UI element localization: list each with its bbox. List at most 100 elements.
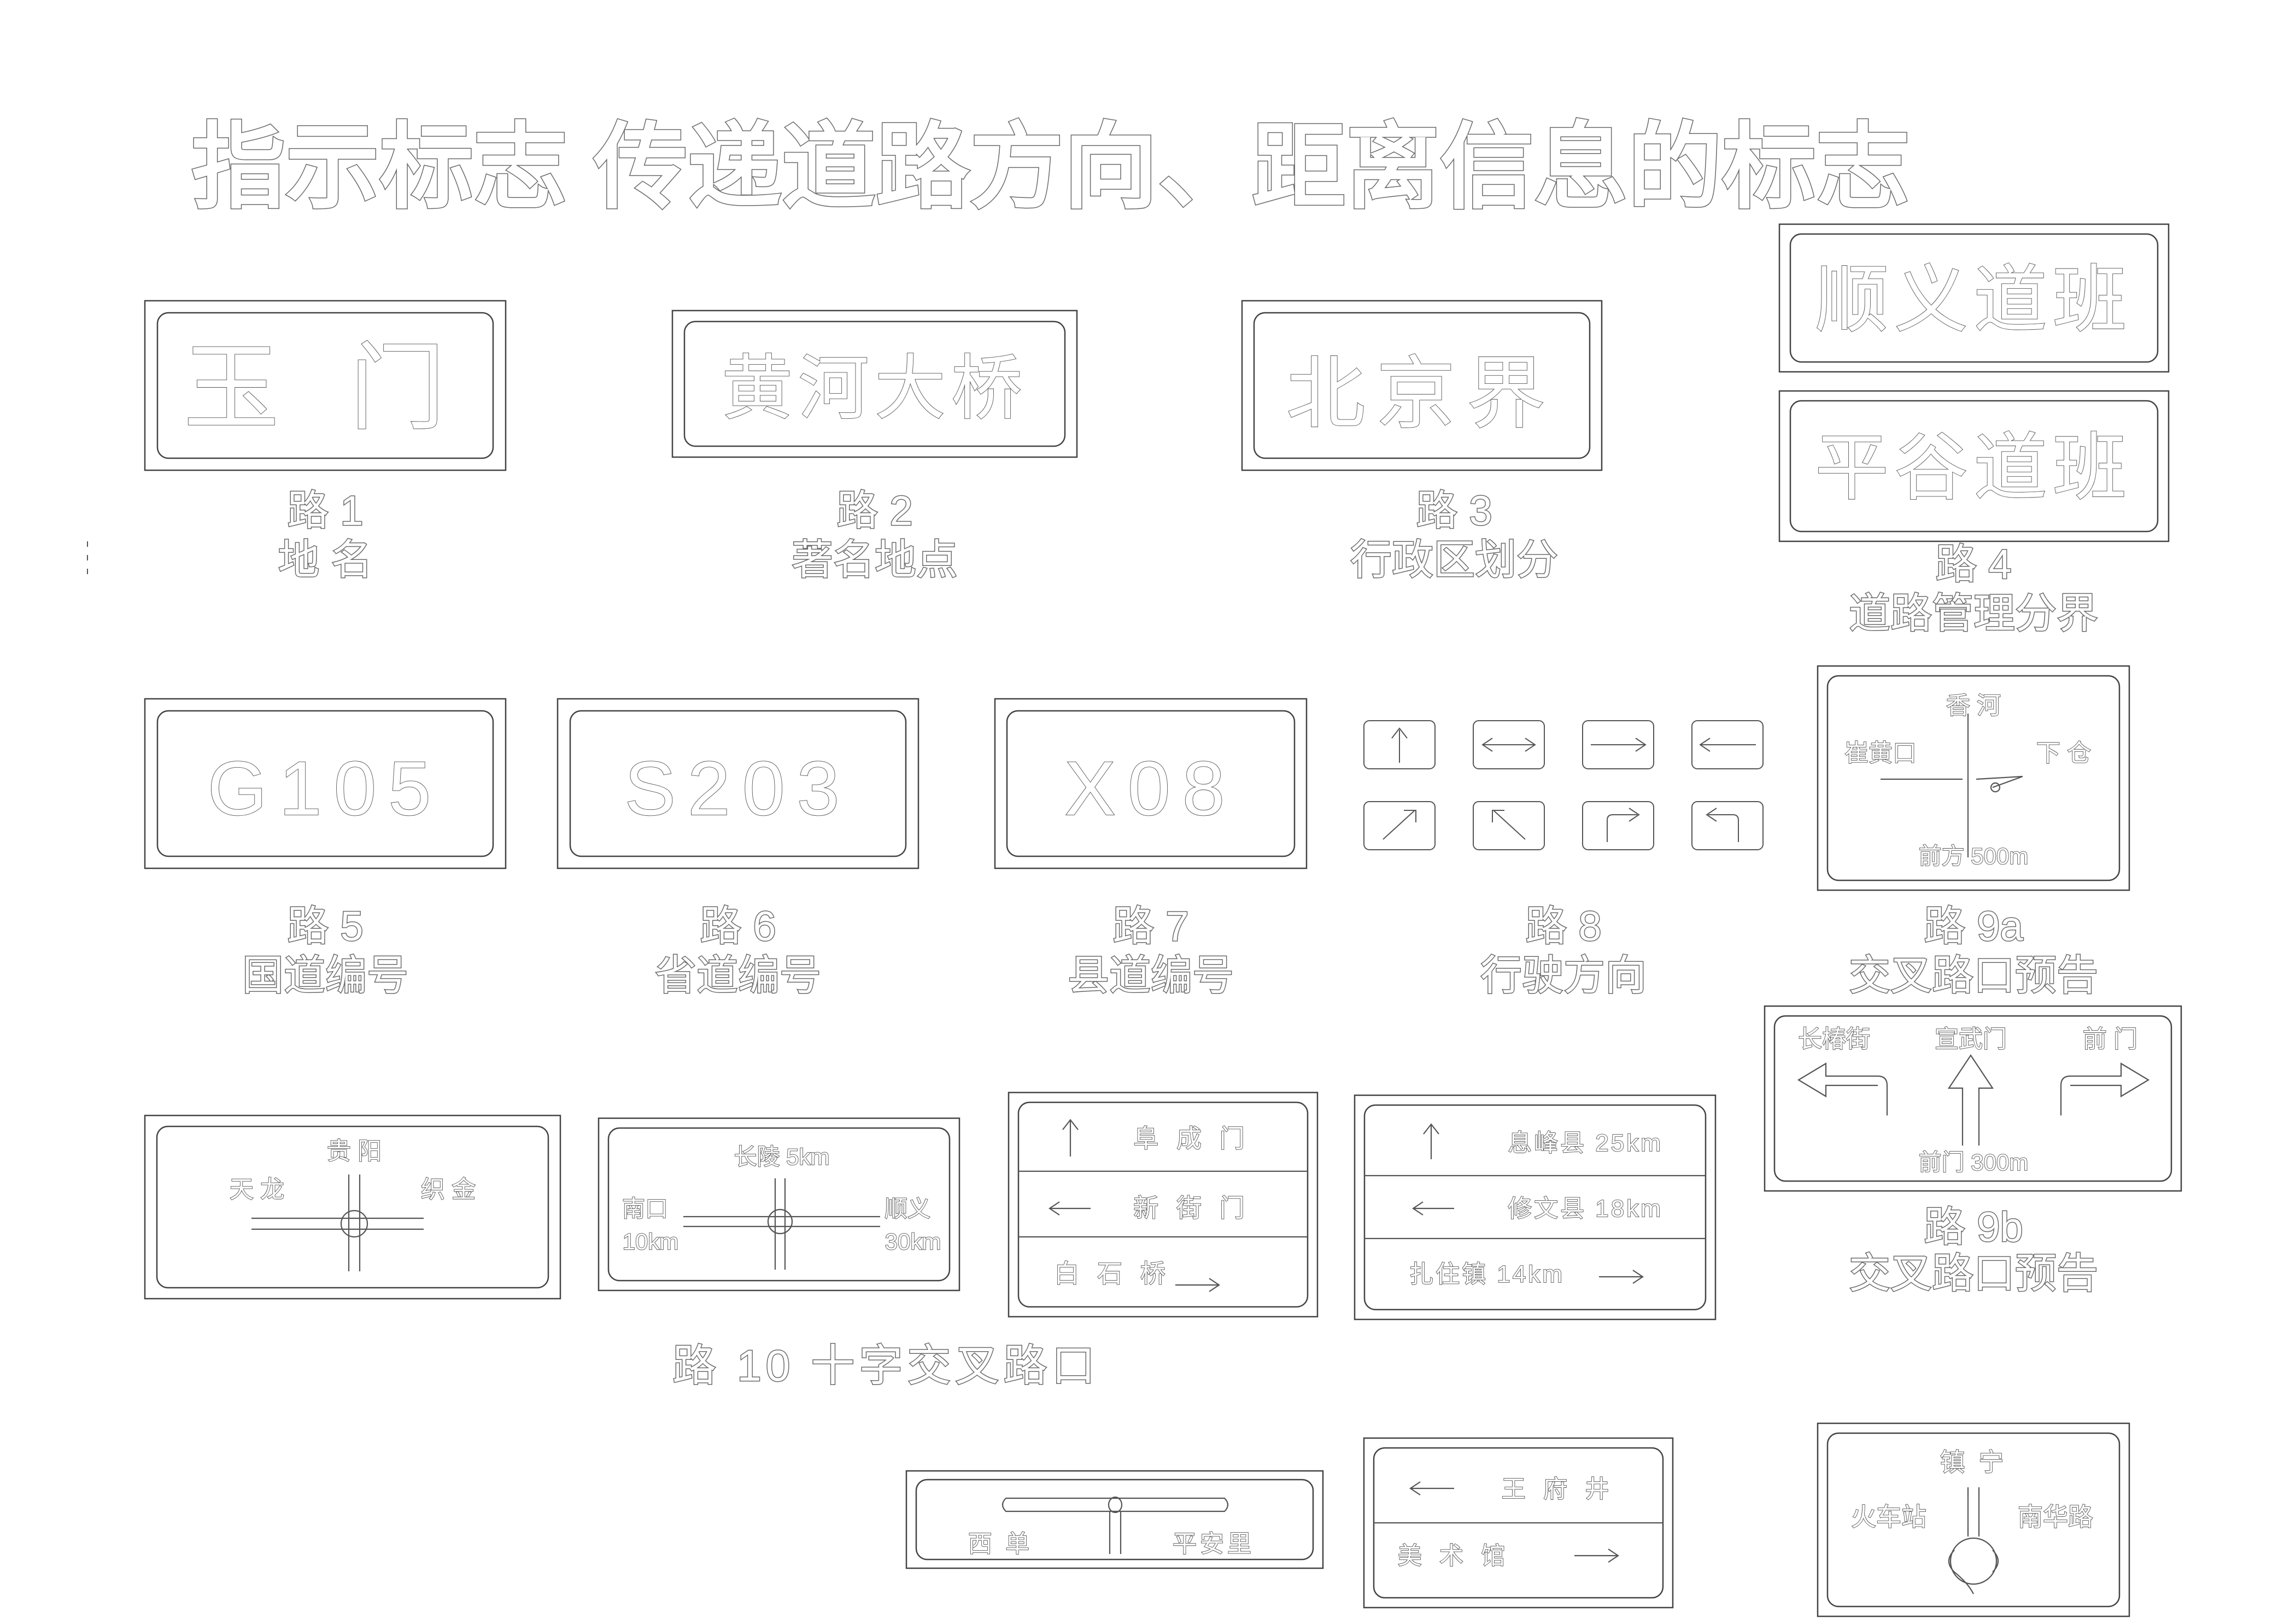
double-arrow-icon [1481, 738, 1536, 752]
crossroad-caption: 路 10 十字交叉路口 [672, 1341, 1099, 1390]
sign-caption: 交叉路口预告 [1849, 1251, 2098, 1297]
arrow-right-icon [1591, 738, 1647, 752]
sign-provincial-road: S203 [557, 698, 919, 869]
svg-text:长陵 5km: 长陵 5km [734, 1144, 829, 1170]
svg-text:阜 成 门: 阜 成 门 [1133, 1124, 1250, 1153]
sign-code: 路 7 [1112, 903, 1188, 950]
sign-caption: 行驶方向 [1480, 953, 1647, 999]
sign-road-maintenance-boundary: 顺义道班 平谷道班 [1778, 223, 2170, 542]
svg-text:前门 300m: 前门 300m [1919, 1149, 2029, 1175]
arrow-both-tile [1473, 720, 1545, 769]
arrow-left-icon [1797, 1062, 1888, 1115]
junction-diagram [1881, 714, 2023, 857]
sign-admin-boundary: 北京界 [1241, 300, 1603, 471]
sign-place-name: 玉 门 [144, 300, 507, 471]
svg-text:息峰县 25km: 息峰县 25km [1508, 1130, 1663, 1156]
sign-county-road: X08 [994, 698, 1308, 869]
svg-text:织 金: 织 金 [421, 1176, 476, 1203]
sign-caption: 行政区划分 [1350, 537, 1558, 583]
svg-text:10km: 10km [623, 1229, 679, 1254]
sign-text: S203 [625, 745, 852, 831]
sign-text: G105 [208, 745, 443, 831]
crossroad-diagram [251, 1175, 424, 1271]
sign-caption: 著名地点 [792, 537, 958, 583]
arrow-up-left-icon [1492, 810, 1526, 840]
svg-text:修文县 18km: 修文县 18km [1508, 1195, 1663, 1222]
roundabout-diagram [1948, 1487, 1999, 1594]
svg-text:火车站: 火车站 [1851, 1503, 1926, 1531]
sign-roundabout: 镇 宁 火车站 南华路 [1817, 1422, 2130, 1617]
svg-text:南口: 南口 [622, 1196, 668, 1222]
turn-right-icon [1607, 808, 1640, 842]
svg-text:前 门: 前 门 [2083, 1026, 2137, 1053]
sign-caption: 国道编号 [242, 953, 408, 999]
svg-text:新 街 门: 新 街 门 [1133, 1194, 1250, 1222]
sign-text: 北京界 [1286, 349, 1557, 438]
arrow-up-icon [1062, 1119, 1079, 1156]
sign-caption: 省道编号 [655, 953, 821, 999]
sign-crossroad-b: 长陵 5km 南口 10km 顺义 30km [598, 1117, 960, 1292]
arrow-left-icon [1412, 1201, 1454, 1216]
arrow-right-tile [1582, 720, 1654, 769]
turn-left-icon [1706, 808, 1739, 842]
sign-code: 路 4 [1935, 541, 2011, 588]
arrow-up-icon [1947, 1054, 1994, 1146]
sign-text-bottom: 平谷道班 [1815, 427, 2132, 509]
arrow-right-icon [2060, 1062, 2150, 1115]
sign-junction-preview-b: 长椿街 宣武门 前 门 前门 300m [1764, 1005, 2182, 1192]
arrow-turn-right-tile [1582, 801, 1654, 850]
arrow-left-icon [1049, 1201, 1091, 1216]
svg-text:顺义: 顺义 [885, 1196, 930, 1222]
sign-code: 路 6 [700, 903, 776, 950]
svg-text:贵 阳: 贵 阳 [327, 1138, 382, 1165]
direction-signs-group [1363, 720, 1764, 850]
page-title: 指示标志 传递道路方向、距离信息的标志 [191, 115, 1910, 220]
svg-text:镇 宁: 镇 宁 [1940, 1448, 2007, 1476]
arrow-up-left-tile [1473, 801, 1545, 850]
arrow-left-tile [1691, 720, 1764, 769]
sign-caption: 县道编号 [1068, 953, 1234, 999]
svg-text:天 龙: 天 龙 [230, 1176, 284, 1203]
t-junction-diagram [1001, 1497, 1229, 1554]
sign-text: 玉 门 [184, 335, 467, 442]
arrow-up-tile [1363, 720, 1436, 769]
svg-text:西 单: 西 单 [968, 1530, 1033, 1557]
sign-code: 路 2 [836, 488, 912, 534]
sign-caption: 交叉路口预告 [1849, 953, 2098, 999]
sign-code: 路 3 [1416, 488, 1492, 534]
arrow-right-icon [1574, 1549, 1619, 1563]
svg-text:白 石 桥: 白 石 桥 [1054, 1259, 1171, 1288]
svg-text:南华路: 南华路 [2018, 1503, 2093, 1531]
arrow-right-icon [1599, 1270, 1644, 1284]
sign-text: X08 [1064, 745, 1237, 831]
arrow-right-icon [1175, 1278, 1220, 1292]
arrow-up-right-tile [1363, 801, 1436, 850]
arrow-up-icon [1391, 727, 1408, 763]
svg-text:扎住镇 14km: 扎住镇 14km [1409, 1261, 1565, 1288]
sign-junction-preview-a: 香 河 崔黄口 下 仓 前方 500m [1817, 665, 2130, 891]
arrow-turn-left-tile [1691, 801, 1764, 850]
sign-text-top: 顺义道班 [1815, 259, 2132, 341]
sign-caption: 道路管理分界 [1849, 591, 2098, 637]
sign-code: 路 8 [1525, 903, 1601, 950]
sign-national-road: G105 [144, 698, 507, 869]
svg-text:王 府 井: 王 府 井 [1502, 1476, 1614, 1503]
sign-code: 路 9b [1924, 1204, 2023, 1251]
arrow-up-icon [1423, 1123, 1439, 1159]
sign-direction-list-a: 阜 成 门 新 街 门 白 石 桥 [1008, 1091, 1319, 1318]
arrow-left-icon [1699, 738, 1756, 752]
svg-text:长椿街: 长椿街 [1798, 1026, 1870, 1053]
sign-landmark: 黄河大桥 [671, 309, 1078, 458]
sign-code: 路 9a [1924, 903, 2023, 950]
svg-text:美 术 馆: 美 术 馆 [1398, 1543, 1510, 1569]
sign-code: 路 5 [287, 903, 363, 950]
svg-text:下 仓: 下 仓 [2036, 740, 2091, 767]
arrow-up-right-icon [1383, 810, 1416, 840]
svg-text:香 河: 香 河 [1946, 692, 2001, 719]
arrow-left-icon [1409, 1481, 1454, 1496]
sign-crossroad-a: 贵 阳 天 龙 织 金 [144, 1114, 561, 1300]
svg-text:前方 500m: 前方 500m [1919, 843, 2029, 869]
sign-direction-list-c: 王 府 井 美 术 馆 [1363, 1437, 1674, 1609]
crossroad-diagram [683, 1178, 880, 1270]
svg-text:30km: 30km [885, 1229, 941, 1254]
